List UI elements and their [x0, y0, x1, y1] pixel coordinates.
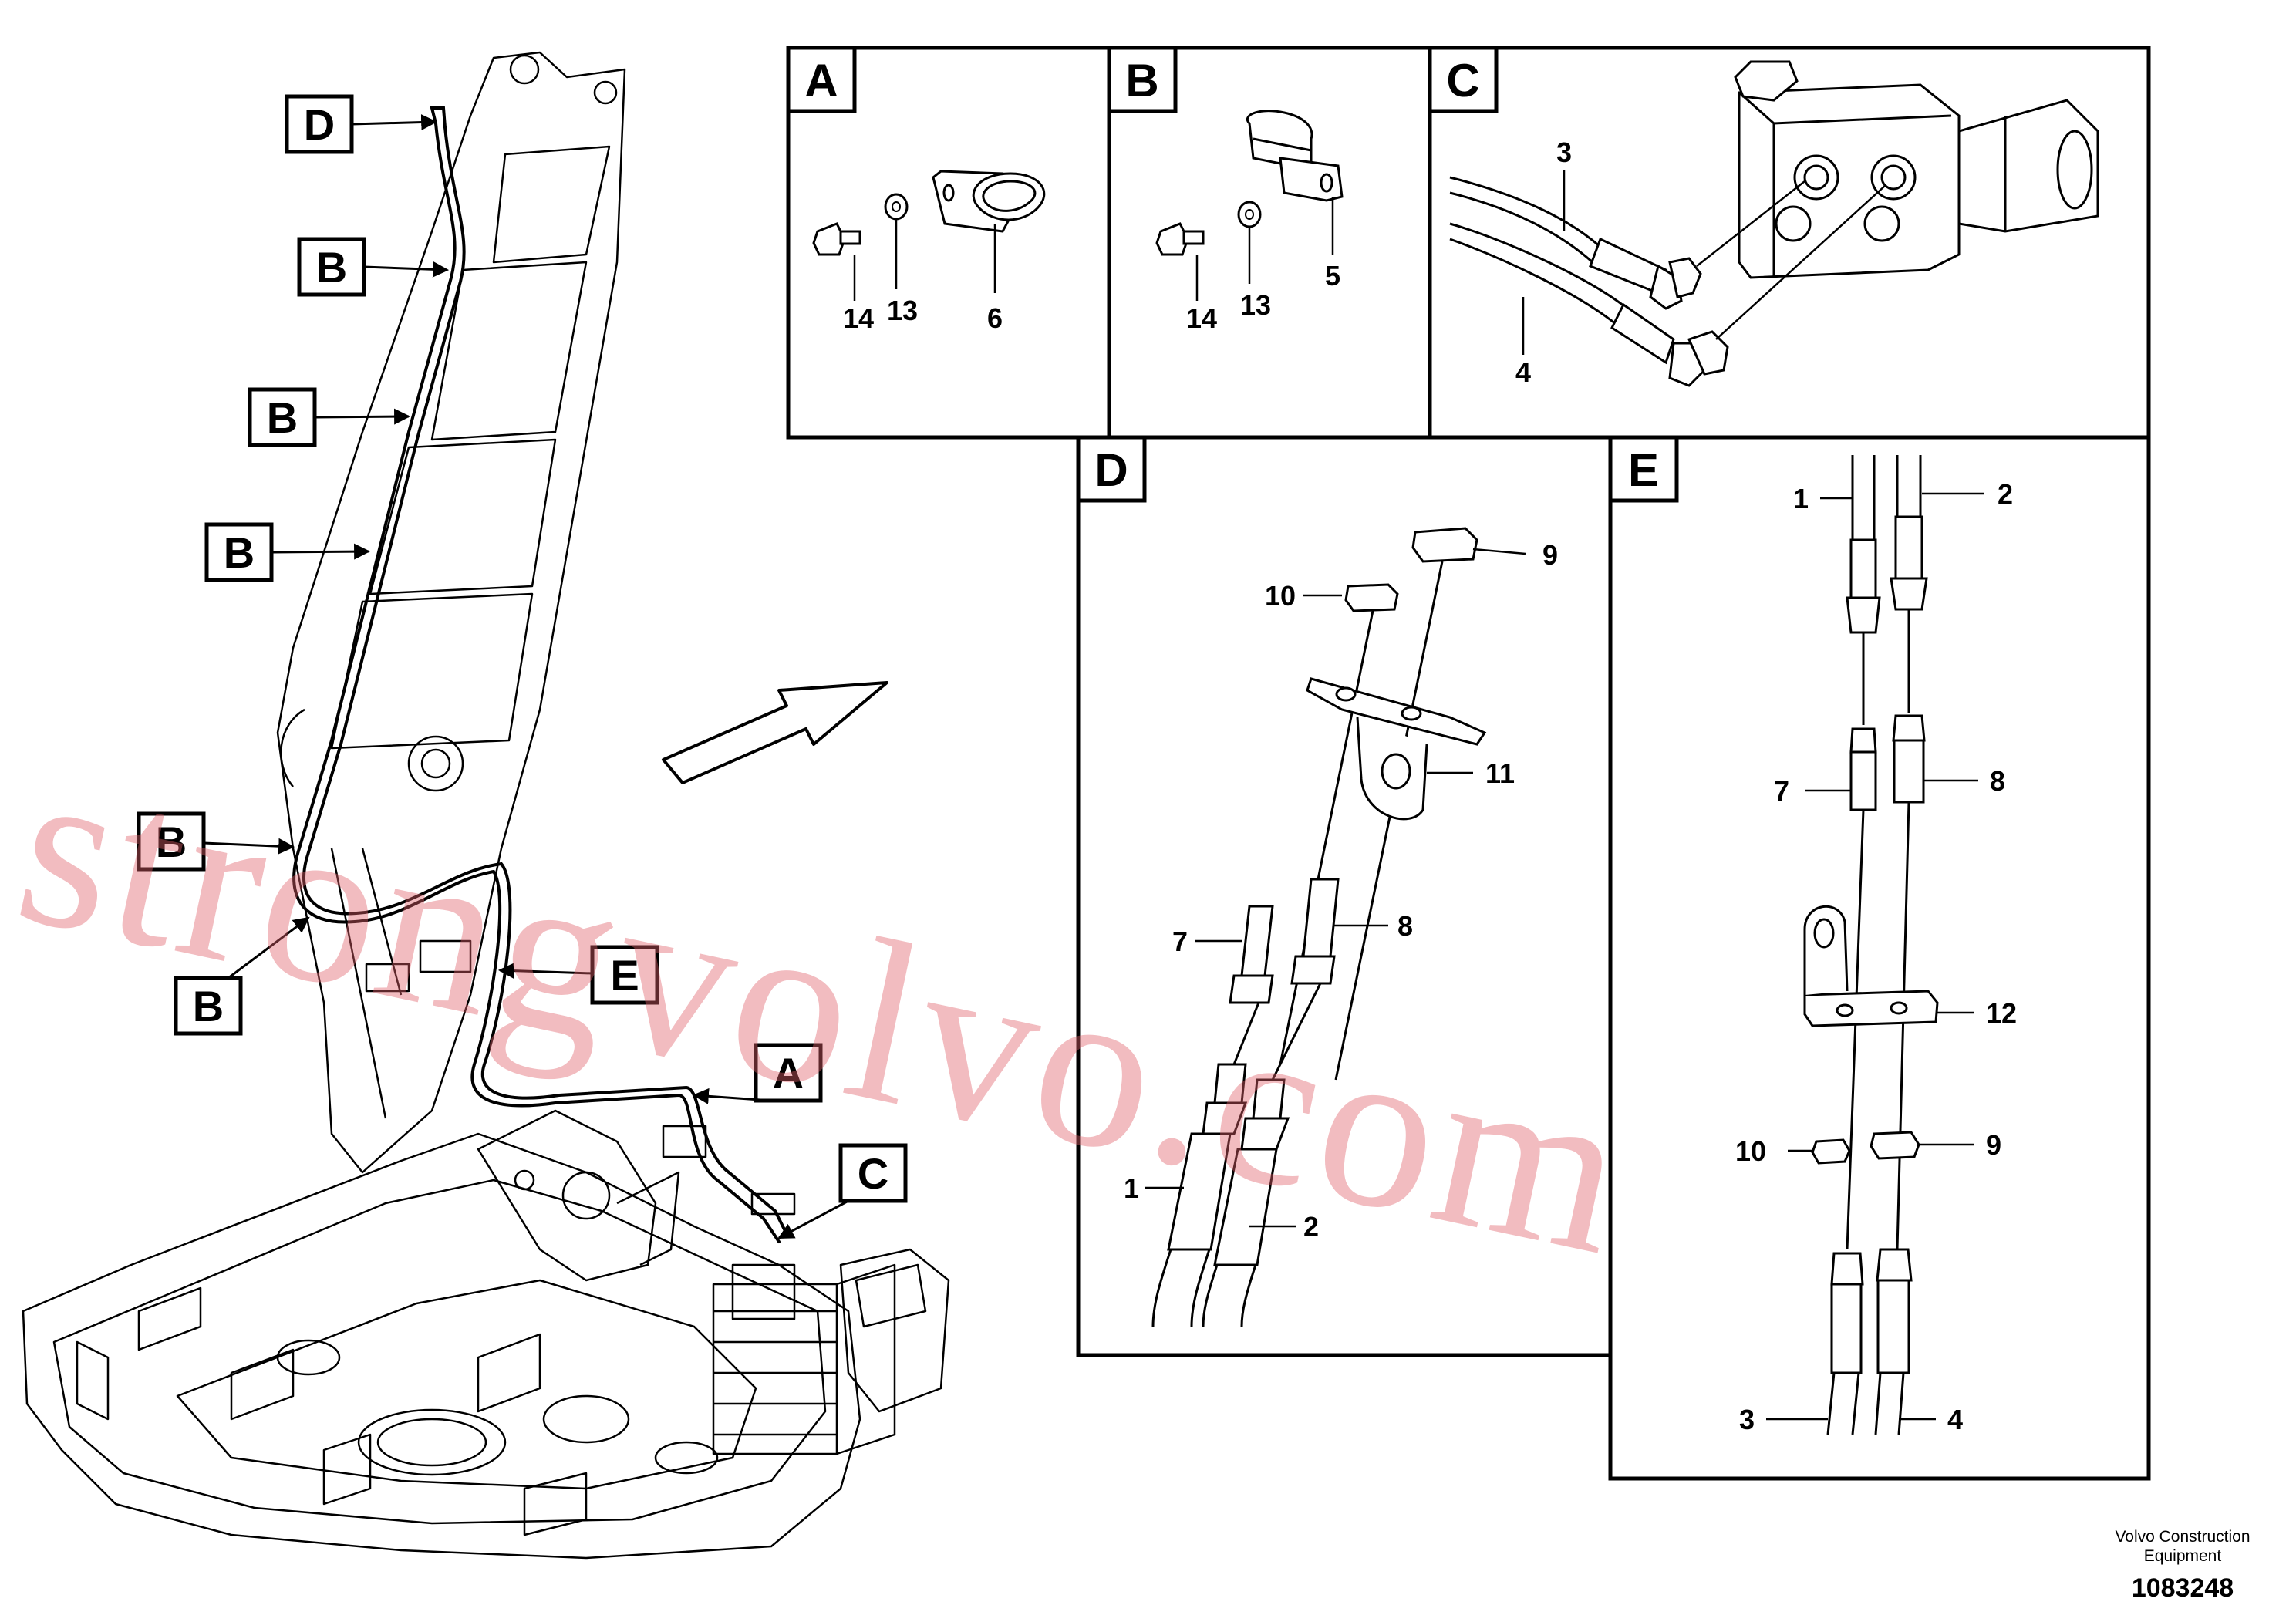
- callout-d-label: D: [304, 100, 335, 149]
- panel-a-part-13: 13: [887, 295, 918, 326]
- panel-d-letter: D: [1094, 444, 1128, 496]
- panel-d-part-1: 1: [1124, 1172, 1139, 1204]
- panel-e-part-3: 3: [1739, 1404, 1755, 1435]
- panel-b-part-13: 13: [1240, 289, 1271, 321]
- panel-e-part-2: 2: [1998, 478, 2013, 510]
- callout-b-1-label: B: [316, 243, 347, 292]
- bracket-12: [1803, 905, 1939, 1027]
- panel-e-part-10: 10: [1735, 1135, 1766, 1167]
- callout-e-label: E: [610, 951, 639, 1000]
- callout-e: E: [497, 945, 659, 1005]
- panel-d-part-7: 7: [1172, 926, 1188, 957]
- upper-frame: [22, 1132, 861, 1560]
- nut-10: [1811, 1138, 1851, 1165]
- hose-fittings: [1589, 237, 1729, 387]
- panel-b-letter: B: [1125, 55, 1158, 106]
- fittings-7-8: [1167, 878, 1340, 1266]
- callout-b-5-label: B: [193, 982, 224, 1030]
- boom: [276, 51, 626, 1174]
- nut-10: [1344, 583, 1399, 612]
- panel-b: B 14 13 5: [1107, 46, 1432, 440]
- callout-b-4-label: B: [156, 818, 187, 866]
- valve-block: [1734, 60, 2099, 279]
- panel-a-letter: A: [804, 55, 838, 106]
- panel-e: E: [1608, 435, 2151, 1481]
- panel-a-part-6: 6: [987, 302, 1003, 334]
- callout-d: D: [285, 94, 438, 154]
- fittings-7-8: [1849, 714, 1926, 811]
- bolt-14: [1155, 222, 1205, 256]
- panel-b-part-14: 14: [1186, 302, 1217, 334]
- washer-13: [1237, 201, 1262, 228]
- panel-e-part-1: 1: [1793, 483, 1809, 514]
- panel-d-part-8: 8: [1397, 910, 1413, 942]
- panel-e-part-7: 7: [1774, 775, 1789, 807]
- panel-e-part-12: 12: [1986, 997, 2017, 1029]
- callout-a: A: [692, 1043, 823, 1104]
- panel-b-part-5: 5: [1325, 260, 1340, 292]
- clamp-5: [1246, 110, 1344, 202]
- panel-c-letter: C: [1446, 55, 1479, 106]
- panel-d-part-9: 9: [1542, 539, 1558, 571]
- hose-ends-bottom: [1830, 1248, 1913, 1374]
- callout-c: C: [777, 1143, 908, 1239]
- drawing-number: 1083248: [2131, 1573, 2234, 1603]
- panel-e-part-8: 8: [1990, 765, 2005, 797]
- panel-d: D: [1076, 435, 1613, 1357]
- callout-b-2-label: B: [267, 393, 298, 442]
- boom-hoses: [292, 106, 788, 1243]
- panel-d-part-11: 11: [1485, 757, 1515, 789]
- callout-b-1: B: [297, 237, 450, 297]
- panel-c: C: [1428, 46, 2151, 440]
- clamp-6: [932, 170, 1046, 233]
- callout-c-label: C: [858, 1149, 888, 1198]
- panel-c-part-4: 4: [1515, 356, 1531, 388]
- direction-arrow: [662, 681, 888, 784]
- panel-e-part-4: 4: [1947, 1404, 1963, 1435]
- callout-b-5: B: [174, 916, 310, 1036]
- panel-e-part-9: 9: [1986, 1129, 2001, 1161]
- bolt-14: [812, 222, 861, 256]
- washer-13: [884, 193, 909, 221]
- callout-a-label: A: [773, 1049, 804, 1098]
- panel-c-part-3: 3: [1556, 137, 1572, 168]
- plate-11: [1306, 677, 1487, 821]
- panel-e-letter: E: [1628, 444, 1659, 496]
- hose-ends-top: [1846, 515, 1928, 634]
- nut-9: [1411, 527, 1478, 563]
- callout-b-4: B: [137, 811, 295, 872]
- callout-b-3-label: B: [224, 528, 255, 577]
- excavator-overview: [22, 51, 950, 1560]
- panel-d-part-2: 2: [1303, 1211, 1319, 1243]
- panel-d-part-10: 10: [1265, 580, 1296, 612]
- panel-a-part-14: 14: [843, 302, 874, 334]
- brand-caption: Volvo Construction Equipment: [2115, 1528, 2250, 1565]
- callout-b-3: B: [204, 522, 371, 582]
- panel-a: A 14 13 6: [786, 46, 1111, 440]
- nut-9: [1870, 1131, 1920, 1160]
- callout-b-2: B: [248, 387, 411, 447]
